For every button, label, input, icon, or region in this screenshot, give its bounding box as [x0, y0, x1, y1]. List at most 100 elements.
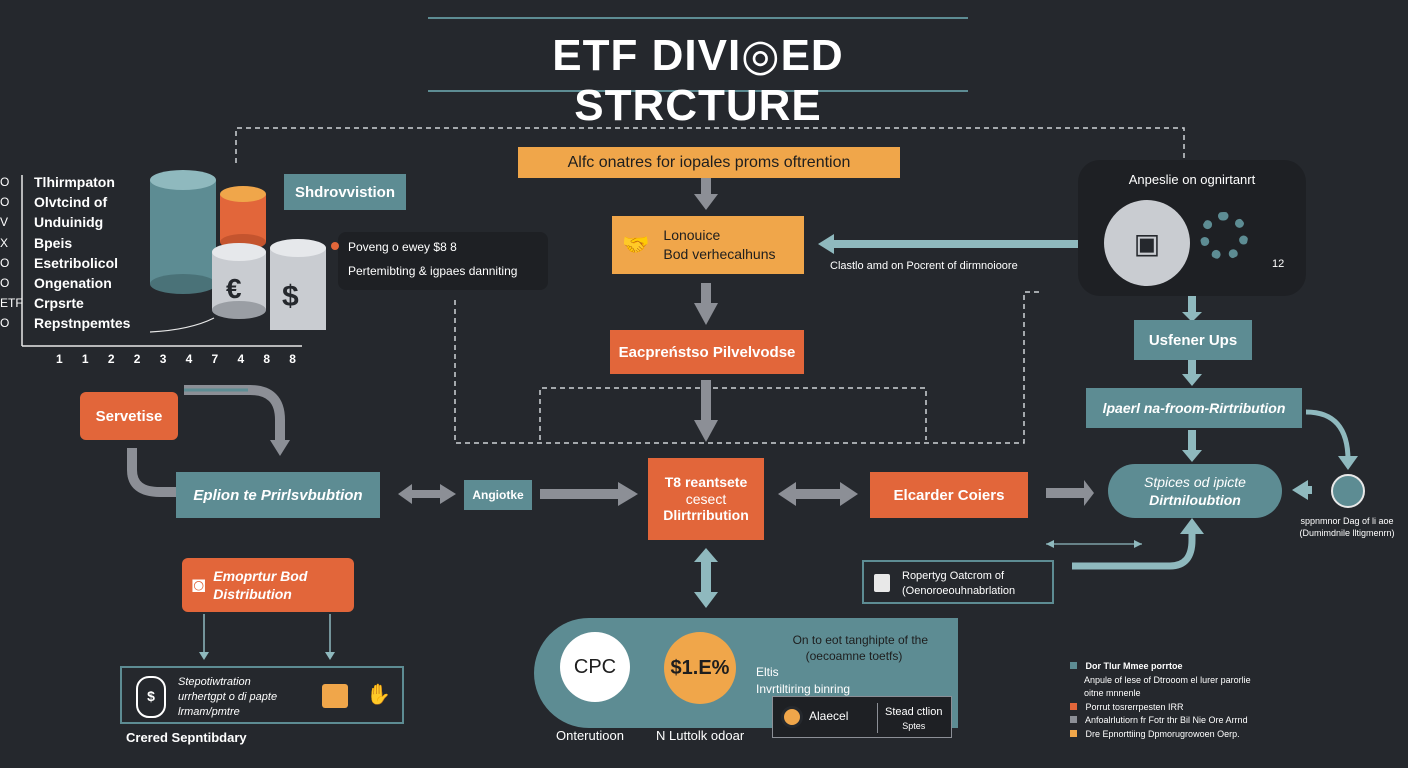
top-box: Alfc onatres for iopales proms oftrentio… [518, 147, 900, 178]
dollar-person-icon: $ [136, 676, 166, 718]
left-list: Tlhirmpaton Olvtcind of Unduinidg Bpeis … [34, 172, 130, 334]
pill2-line1: Stead ctlion [885, 706, 943, 718]
cpc-circle: CPC [560, 632, 630, 702]
left-list-item: Esetribolicol [34, 254, 119, 271]
left-list-item: Olvtcind of [34, 194, 108, 211]
lpaerl-box: lpaerl na-froom-Rirtribution [1086, 388, 1302, 428]
stepl-line2: urrhertgpt o di papte [178, 690, 278, 703]
stepl-line3: lrmam/pmtre [178, 705, 240, 718]
side-mark: O [0, 316, 10, 331]
crered-label: Crered Sepntibdary [126, 730, 247, 745]
left-list-item: Ongenation [34, 275, 112, 292]
legend-swatch [1070, 702, 1077, 710]
pill2-line2: Sptes [902, 720, 926, 731]
legend-text: oitne mnnenle [1084, 688, 1141, 698]
axis-tick: 7 [211, 352, 219, 366]
legend-item: Anpule of lese of Dtrooom el lurer paror… [1070, 674, 1251, 688]
report-line1: Ropertyg Oatcrom of [902, 570, 1005, 582]
anpeslie-panel: Anpeslie on ognirtanrt ▣ 12 [1078, 160, 1306, 296]
report-box: Ropertyg Oatcrom of (Oenoroeouhnabrlatio… [862, 560, 1054, 604]
legend-item: Anfoalrlutiorn fr Fotr thr Bil Nie Ore A… [1070, 714, 1251, 728]
center-line2: cesect [685, 490, 727, 507]
document-icon: ◙ [192, 572, 206, 597]
hand-coin-icon: ✋ [366, 684, 391, 706]
bottom-left-label: Onterutioon [556, 728, 624, 743]
axis-tick: 2 [107, 352, 115, 366]
status-circle [1331, 474, 1365, 508]
bullet-dot [331, 242, 339, 250]
poveng-line2: Pertemibting & igpaes danniting [348, 264, 518, 278]
anpeslie-title: Anpeslie on ognirtanrt [1128, 172, 1256, 187]
side-mark: O [0, 195, 10, 210]
dollar-coin-icon: $ [282, 280, 299, 313]
lock-icon [322, 684, 348, 708]
bottom-pills: Alaecel Stead ctlion Sptes [772, 696, 952, 738]
axis-tick: 1 [81, 352, 89, 366]
left-side-marks: O O V X O O ETF O [0, 172, 23, 334]
amount-circle: $1.E% [664, 632, 736, 704]
anpeslie-tick: 12 [1272, 258, 1285, 270]
legend-item: Porrut tosrerrpesten IRR [1070, 701, 1251, 715]
stepotiwtration-box: $ Stepotiwtration urrhertgpt o di papte … [120, 666, 404, 724]
legend: Dor Tlur Mmee porrtoe Anpule of lese of … [1070, 660, 1251, 741]
emoprtur-line2: Distribution [213, 586, 292, 602]
poveng-box: Poveng o ewey $8 8 Pertemibting & igpaes… [338, 232, 548, 290]
side-mark: O [0, 276, 10, 291]
euro-coin-icon: € [226, 273, 242, 304]
left-axis-ticks: 1 1 2 2 3 4 7 4 8 8 [56, 352, 296, 366]
eplion-box: Eplion te Prirlsvbubtion [176, 472, 380, 518]
coin-stack-icon: € $ [150, 170, 326, 330]
report-line2: (Oenoroeouhnabrlation [902, 584, 1016, 597]
left-list-item: Unduinidg [34, 214, 104, 231]
circle-caption-line2: (Dumimdnile lltigmenrn) [1299, 527, 1395, 538]
axis-tick: 8 [263, 352, 271, 366]
side-mark: O [0, 255, 10, 270]
bottom-caption-line4: Invrtiltiring binring [756, 681, 851, 696]
handshake-icon: 🤝 [622, 232, 650, 257]
legend-text: Dor Tlur Mmee porrtoe [1085, 661, 1183, 671]
poveng-line1: Poveng o ewey $8 8 [348, 240, 457, 254]
legend-swatch [1070, 662, 1077, 669]
axis-tick: 1 [56, 352, 63, 366]
left-list-item: Repstnpemtes [34, 315, 131, 332]
side-mark: V [0, 215, 9, 230]
lonouice-line2: Bod verhecalhuns [663, 246, 776, 262]
center-distribution-box: T8 reantsete cesect Dlirtrribution [648, 458, 764, 540]
page-title: ETF DIVI◎ED STRCTURE [552, 31, 844, 130]
stpices-line2: Dirtniloubtion [1149, 492, 1241, 508]
legend-text: Porrut tosrerrpesten IRR [1085, 701, 1184, 712]
legend-text: Dre Epnorttiing Dpmorugrowoen Oerp. [1085, 728, 1240, 739]
bottom-caption: On to eot tanghipte of the (oecoamne toe… [756, 632, 952, 697]
axis-tick: 8 [289, 352, 296, 366]
lonouice-line1: Lonouice [663, 227, 721, 244]
bottom-caption-line1: On to eot tanghipte of the [792, 633, 928, 647]
side-mark: O [0, 175, 10, 189]
circle-caption: sppnmnor Dag of li aoe (Dumimdnile lltig… [1290, 516, 1404, 539]
bottom-caption-line2: (oecoamne toetfs) [805, 649, 903, 664]
servetise-box: Servetise [80, 392, 178, 440]
left-list-item: Crpsrte [34, 295, 84, 312]
legend-item: Dor Tlur Mmee porrtoe [1070, 660, 1251, 674]
elcarder-box: Elcarder Coiers [870, 472, 1028, 518]
usfener-box: Usfener Ups [1134, 320, 1252, 360]
legend-swatch [1070, 716, 1077, 723]
center-line1: T8 reantsete [664, 473, 748, 490]
stepl-line1: Stepotiwtration [178, 676, 251, 688]
axis-tick: 4 [185, 352, 193, 366]
bottom-caption-line3: Eltis [756, 665, 779, 680]
left-list-item: Bpeis [34, 234, 73, 251]
bottom-mid-label: N Luttolk odoar [656, 728, 745, 743]
express-box: Eacpreństso Pilvelvodse [610, 330, 804, 374]
legend-text: Anpule of lese of Dtrooom el lurer paror… [1084, 674, 1251, 685]
gear-icon [1200, 212, 1248, 260]
axis-tick: 4 [237, 352, 245, 366]
left-list-item: Tlhirmpaton [34, 174, 115, 190]
side-mark: ETF [0, 296, 23, 311]
building-icon [874, 574, 890, 592]
pill-dot-icon [781, 706, 803, 728]
legend-item: oitne mnnenle [1070, 687, 1251, 701]
center-line3: Dlirtrribution [663, 507, 749, 524]
lonouice-box: 🤝 Lonouice Bod verhecalhuns [612, 216, 804, 274]
clarte-label: Clastlo amd on Pocrent of dirmnoioore [830, 260, 1018, 272]
